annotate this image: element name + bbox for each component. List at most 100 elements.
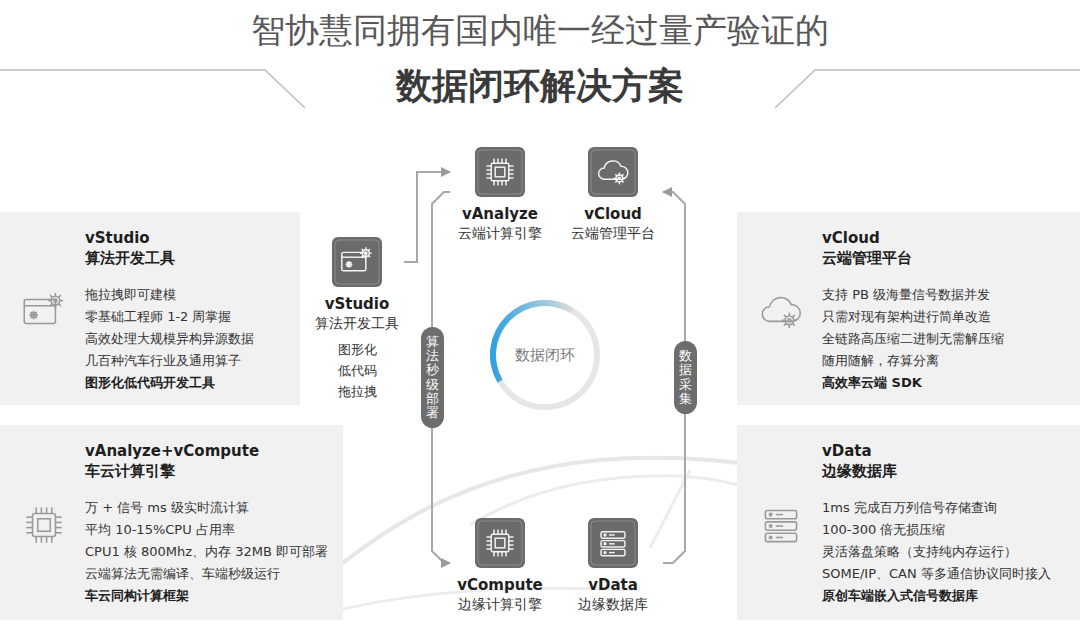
chip-pin xyxy=(505,552,506,557)
node-text: 拖拉拽即可建模 xyxy=(85,284,176,306)
chip-pin xyxy=(509,548,514,549)
node-text: 全链路高压缩二进制无需解压缩 xyxy=(822,328,1004,350)
tile-ground xyxy=(332,237,382,287)
edge-label: 算法秒级部署 xyxy=(421,327,444,429)
module-tile: vData边缘数据库 xyxy=(563,518,663,614)
gear-tooth xyxy=(619,173,620,176)
chip-pin xyxy=(509,544,514,545)
chip-pin xyxy=(41,507,43,513)
gear-tooth xyxy=(48,300,51,302)
server-slot xyxy=(776,525,783,527)
icon-glyph xyxy=(486,529,513,556)
gear-tooth xyxy=(362,249,364,251)
window-frame xyxy=(342,252,366,270)
chip-pin xyxy=(51,507,53,513)
chip-pin xyxy=(501,158,502,163)
node-text: 万 + 信号 ms 级实时流计算 xyxy=(85,497,249,519)
gear-tooth xyxy=(784,315,786,317)
server-led xyxy=(769,536,771,538)
chip-pin xyxy=(486,548,491,549)
node-heading: vStudio xyxy=(85,228,150,248)
gear-body xyxy=(31,313,36,318)
panel-icon xyxy=(755,286,807,338)
chip-pin xyxy=(493,529,494,534)
node-text: 100-300 倍无损压缩 xyxy=(822,519,945,541)
gear-tooth xyxy=(348,266,349,267)
gear-hub xyxy=(33,314,35,316)
server-unit xyxy=(765,522,796,530)
server-led xyxy=(769,525,771,527)
gear-hub xyxy=(348,264,349,265)
feature-tag: 图形化 xyxy=(338,340,377,360)
chip-core xyxy=(495,167,505,177)
server-led xyxy=(604,552,606,554)
server-led xyxy=(604,543,606,545)
chip-pin xyxy=(486,173,491,174)
chip-pin xyxy=(497,181,498,186)
chip-pin xyxy=(497,158,498,163)
panel-icon xyxy=(18,286,70,338)
tile-ground xyxy=(475,518,525,568)
icon-glyph xyxy=(601,532,625,556)
chip-pin xyxy=(486,165,491,166)
gear-hub xyxy=(365,252,367,254)
chip-pin xyxy=(509,165,514,166)
server-unit xyxy=(601,541,625,547)
gear-tooth xyxy=(792,323,794,325)
server-slot xyxy=(609,534,615,535)
server-slot xyxy=(776,514,783,516)
loop-ring xyxy=(490,300,597,407)
gear-tooth xyxy=(33,311,35,313)
gear-body xyxy=(785,316,794,325)
gear-tooth xyxy=(351,264,352,265)
node-text: 几百种汽车行业及通用算子 xyxy=(85,350,241,372)
gear-tooth xyxy=(794,320,797,322)
chip-pin xyxy=(509,540,514,541)
gear-tooth xyxy=(369,252,372,253)
window-frame xyxy=(24,300,55,324)
edge-label: 数据采集 xyxy=(674,341,697,414)
chip-pin xyxy=(26,516,32,518)
icon-glyph xyxy=(342,247,372,270)
node-heading: vAnalyze xyxy=(462,205,538,224)
loop-circle: 数据闭环 xyxy=(485,295,605,415)
node-heading: 边缘数据库 xyxy=(822,461,897,481)
feature-panel: vStudio算法开发工具拖拉拽即可建模零基础工程师 1-2 周掌握高效处理大规… xyxy=(0,212,300,405)
gear-tooth xyxy=(614,178,617,179)
server-unit xyxy=(601,532,625,538)
gear-tooth xyxy=(29,314,31,316)
chip-pin xyxy=(486,169,491,170)
gear-tooth xyxy=(36,314,38,316)
chip-pin xyxy=(486,177,491,178)
module-tile: vStudio算法开发工具 xyxy=(310,237,404,333)
feature-tag: 低代码 xyxy=(338,361,377,381)
server-unit xyxy=(765,510,796,518)
chip-pin xyxy=(486,540,491,541)
chip-pin xyxy=(493,552,494,557)
icon-glyph xyxy=(599,161,628,184)
window-bar xyxy=(342,256,366,257)
node-text: 平均 10-15%CPU 占用率 xyxy=(85,519,235,541)
gear-tooth xyxy=(31,312,32,313)
node-text: 高效处理大规模异构异源数据 xyxy=(85,328,254,350)
panel-icon xyxy=(755,499,807,551)
gear-tooth xyxy=(615,181,617,183)
node-text: 原创车端嵌入式信号数据库 xyxy=(822,585,978,607)
feature-panel: vCloud云端管理平台支持 PB 级海量信号数据并发只需对现有架构进行简单改造… xyxy=(737,212,1080,405)
cloud-outline xyxy=(762,298,800,322)
node-heading: vCloud xyxy=(584,205,642,224)
gear-hub xyxy=(788,319,791,322)
server-unit xyxy=(765,533,796,541)
chip-pin xyxy=(26,527,32,529)
node-text: 云端算法无需编译、车端秒级运行 xyxy=(85,563,280,585)
gear-body xyxy=(51,296,60,305)
node-text: 支持 PB 级海量信号数据并发 xyxy=(822,284,990,306)
icon-glyph xyxy=(24,293,63,324)
tile-frame xyxy=(478,150,522,194)
chip-pin xyxy=(509,173,514,174)
node-heading: vStudio xyxy=(325,295,390,314)
gear-tooth xyxy=(348,261,349,262)
node-text: 随用随解，存算分离 xyxy=(822,350,939,372)
tile-ground xyxy=(588,147,638,197)
server-slot xyxy=(609,543,615,544)
